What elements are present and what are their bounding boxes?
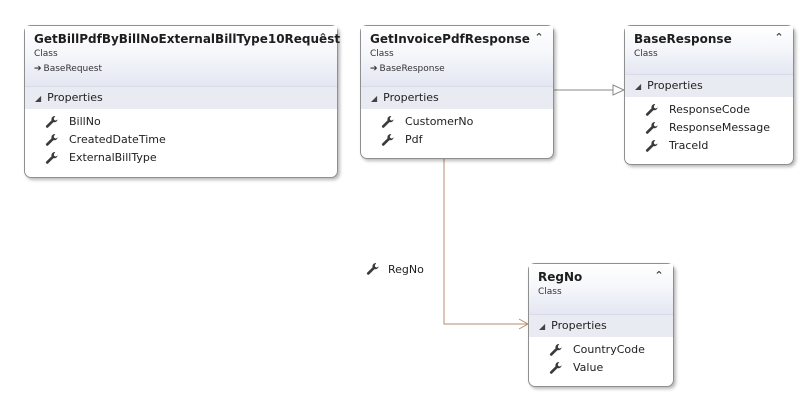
expanded-triangle-icon: ◢ (635, 82, 642, 91)
class-header[interactable]: GetInvoicePdfResponse Class ➔BaseRespons… (361, 26, 553, 86)
class-header[interactable]: RegNo Class ⌃ (529, 264, 673, 314)
class-box-request[interactable]: GetBillPdfByBillNoExternalBillType10Requ… (24, 25, 341, 178)
wrench-property-icon (645, 122, 658, 134)
inheritance-arrow-icon: ➔ (34, 64, 42, 74)
property-list: CountryCode Value (529, 337, 673, 383)
class-kind: Class (34, 49, 58, 59)
class-base: ➔BaseRequest (34, 63, 311, 75)
property-name: ResponseCode (669, 103, 750, 116)
properties-section-header[interactable]: ◢ Properties (625, 74, 793, 97)
property-item[interactable]: ExternalBillType (45, 149, 337, 167)
class-header[interactable]: BaseResponse Class ⌃ (625, 26, 793, 74)
properties-section-header[interactable]: ◢ Properties (25, 86, 337, 109)
inheritance-arrowhead (612, 84, 626, 96)
property-name: BillNo (69, 115, 101, 128)
base-class-name: BaseResponse (379, 64, 445, 74)
class-name: RegNo (538, 270, 583, 284)
property-name: TraceId (669, 139, 709, 152)
class-box-invoice-response[interactable]: GetInvoicePdfResponse Class ➔BaseRespons… (360, 25, 554, 159)
double-chevron-up-icon[interactable]: ⌃ (654, 269, 664, 282)
class-name: GetBillPdfByBillNoExternalBillType10Requ… (34, 32, 341, 46)
wrench-property-icon (645, 104, 658, 116)
inheritance-arrow-icon: ➔ (370, 64, 378, 74)
wrench-property-icon (549, 344, 562, 356)
double-chevron-up-icon[interactable]: ⌃ (774, 31, 784, 44)
property-item[interactable]: TraceId (645, 137, 793, 155)
wrench-property-icon (45, 116, 58, 128)
wrench-property-icon (366, 263, 379, 275)
property-list: ResponseCode ResponseMessage TraceId (625, 97, 793, 161)
class-box-regno[interactable]: RegNo Class ⌃ ◢ Properties CountryCode Va… (528, 263, 674, 387)
property-name: ResponseMessage (669, 121, 771, 134)
wrench-property-icon (381, 134, 394, 146)
section-label: Properties (551, 319, 607, 332)
class-box-base-response[interactable]: BaseResponse Class ⌃ ◢ Properties Respons… (624, 25, 794, 165)
wrench-property-icon (549, 362, 562, 374)
expanded-triangle-icon: ◢ (371, 94, 378, 103)
property-name: Value (573, 361, 604, 374)
class-kind: Class (634, 49, 658, 59)
section-label: Properties (383, 91, 439, 104)
wrench-property-icon (45, 134, 58, 146)
property-item[interactable]: BillNo (45, 113, 337, 131)
property-item[interactable]: ResponseCode (645, 101, 793, 119)
section-label: Properties (47, 91, 103, 104)
property-item[interactable]: CountryCode (549, 341, 673, 359)
inheritance-connector[interactable] (553, 84, 626, 96)
property-list: BillNo CreatedDateTime ExternalBillType (25, 109, 337, 173)
double-chevron-up-icon[interactable]: ⌃ (318, 31, 328, 44)
property-name: CountryCode (573, 343, 645, 356)
property-name: CustomerNo (405, 115, 474, 128)
property-item[interactable]: CreatedDateTime (45, 131, 337, 149)
class-name: BaseResponse (634, 32, 732, 46)
property-item[interactable]: ResponseMessage (645, 119, 793, 137)
wrench-property-icon (645, 140, 658, 152)
section-label: Properties (647, 79, 703, 92)
association-label[interactable]: RegNo (366, 262, 424, 276)
property-list: CustomerNo Pdf (361, 109, 553, 155)
property-item[interactable]: Value (549, 359, 673, 377)
property-item[interactable]: CustomerNo (381, 113, 553, 131)
property-item[interactable]: Pdf (381, 131, 553, 149)
class-header[interactable]: GetBillPdfByBillNoExternalBillType10Requ… (25, 26, 341, 86)
property-name: Pdf (405, 133, 423, 146)
property-name: ExternalBillType (69, 151, 157, 164)
wrench-property-icon (381, 116, 394, 128)
expanded-triangle-icon: ◢ (539, 322, 546, 331)
class-kind: Class (538, 287, 562, 297)
wrench-property-icon (45, 152, 58, 164)
class-name: GetInvoicePdfResponse (370, 32, 530, 46)
properties-section-header[interactable]: ◢ Properties (361, 86, 553, 109)
association-name: RegNo (388, 262, 424, 276)
class-base: ➔BaseResponse (370, 63, 527, 75)
expanded-triangle-icon: ◢ (35, 94, 42, 103)
property-name: CreatedDateTime (69, 133, 166, 146)
properties-section-header[interactable]: ◢ Properties (529, 314, 673, 337)
association-connector[interactable] (443, 159, 530, 330)
class-kind: Class (370, 49, 394, 59)
base-class-name: BaseRequest (43, 64, 103, 74)
double-chevron-up-icon[interactable]: ⌃ (534, 31, 544, 44)
